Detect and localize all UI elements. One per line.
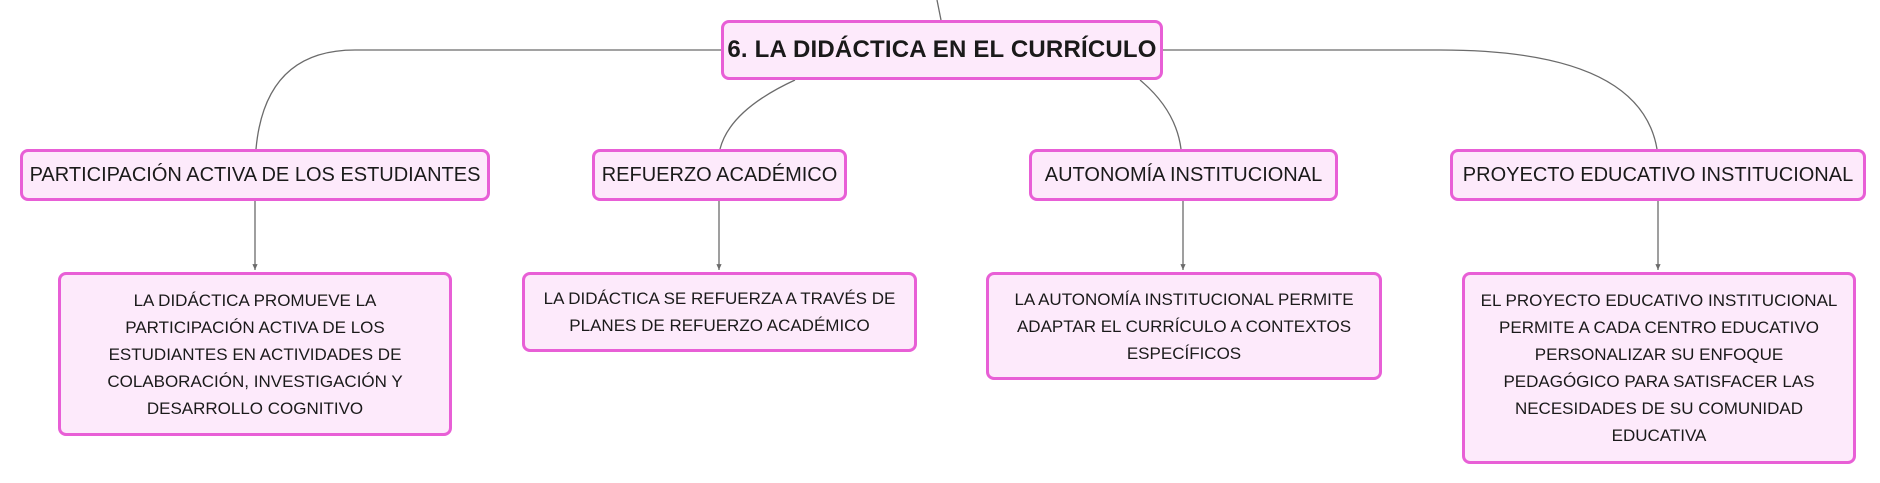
detail-topic-proyecto[interactable]: EL PROYECTO EDUCATIVO INSTITUCIONAL PERM… (1462, 272, 1856, 464)
detail-topic-text: LA DIDÁCTICA PROMUEVE LA PARTICIPACIÓN A… (107, 290, 403, 418)
detail-topic-participacion[interactable]: LA DIDÁCTICA PROMUEVE LA PARTICIPACIÓN A… (58, 272, 452, 436)
connector-root-to-branch-4 (1163, 49, 1658, 150)
connector-root-to-branch-2 (719, 79, 796, 150)
root-topic-label: 6. LA DIDÁCTICA EN EL CURRÍCULO (727, 36, 1157, 63)
root-topic[interactable]: 6. LA DIDÁCTICA EN EL CURRÍCULO (721, 20, 1163, 80)
parent-connector (936, 0, 942, 21)
branch-topic-label: PARTICIPACIÓN ACTIVA DE LOS ESTUDIANTES (29, 163, 481, 186)
detail-topic-text: LA AUTONOMÍA INSTITUCIONAL PERMITE ADAPT… (1014, 289, 1354, 363)
detail-topic-refuerzo[interactable]: LA DIDÁCTICA SE REFUERZA A TRAVÉS DE PLA… (522, 272, 917, 352)
branch-topic-label: AUTONOMÍA INSTITUCIONAL (1044, 163, 1323, 186)
branch-topic-label: REFUERZO ACADÉMICO (601, 163, 838, 186)
branch-topic-autonomia[interactable]: AUTONOMÍA INSTITUCIONAL (1029, 149, 1338, 201)
branch-topic-label: PROYECTO EDUCATIVO INSTITUCIONAL (1462, 163, 1854, 186)
connector-root-to-branch-1 (255, 49, 721, 150)
detail-topic-autonomia[interactable]: LA AUTONOMÍA INSTITUCIONAL PERMITE ADAPT… (986, 272, 1382, 380)
detail-topic-text: LA DIDÁCTICA SE REFUERZA A TRAVÉS DE PLA… (543, 289, 896, 335)
branch-topic-participacion[interactable]: PARTICIPACIÓN ACTIVA DE LOS ESTUDIANTES (20, 149, 490, 201)
branch-topic-refuerzo[interactable]: REFUERZO ACADÉMICO (592, 149, 847, 201)
detail-topic-text: EL PROYECTO EDUCATIVO INSTITUCIONAL PERM… (1480, 291, 1838, 445)
connector-root-to-branch-3 (1139, 79, 1182, 150)
branch-topic-proyecto[interactable]: PROYECTO EDUCATIVO INSTITUCIONAL (1450, 149, 1866, 201)
